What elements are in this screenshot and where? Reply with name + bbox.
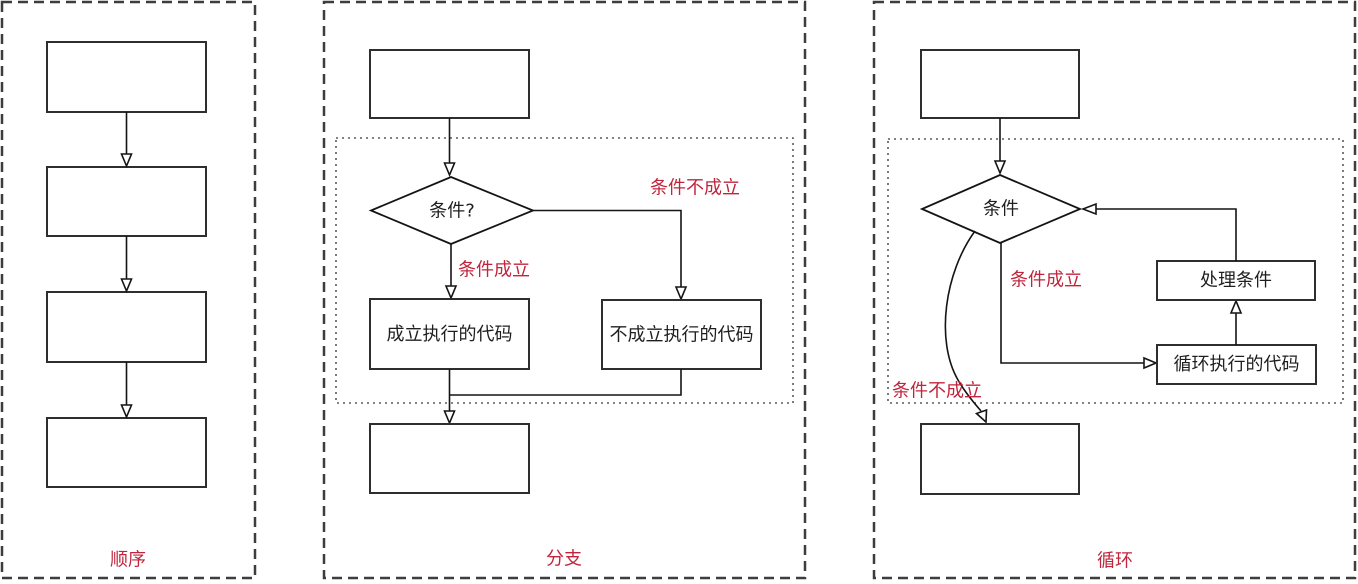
arrow-down-icon [674, 286, 688, 302]
arrow-right-icon [1143, 356, 1159, 370]
arrow-down-icon [120, 404, 133, 420]
loop-return-line [1096, 208, 1237, 261]
arrow-up-icon [1229, 298, 1243, 314]
branch-inner-region-border [335, 137, 794, 404]
arrow-down-icon [444, 285, 458, 301]
arrow-down-icon [443, 410, 456, 426]
loop-decision-diamond [919, 174, 1083, 244]
arrow-down-icon [974, 408, 988, 424]
loop-start-box [920, 49, 1080, 119]
sequence-panel: 顺序 [0, 0, 257, 580]
loop-panel-label: 循环 [1097, 551, 1133, 572]
sequence-step-box-2 [46, 166, 207, 237]
branch-true-box-label: 成立执行的代码 [387, 324, 513, 345]
arrow-down-icon [443, 162, 456, 178]
loop-process-box [1156, 260, 1316, 301]
loop-true-path-label: 条件成立 [1010, 270, 1082, 291]
branch-false-box [601, 299, 762, 370]
branch-merge-line [449, 369, 682, 396]
loop-decision-label: 条件 [983, 199, 1019, 220]
branch-start-box [369, 49, 530, 119]
loop-false-path-curve [944, 230, 982, 412]
sequence-step-box-4 [46, 417, 207, 488]
branch-false-path-label: 条件不成立 [650, 178, 740, 199]
loop-body-box [1156, 344, 1317, 385]
sequence-step-box-1 [46, 41, 207, 113]
branch-false-path-line [533, 209, 682, 287]
loop-body-box-label: 循环执行的代码 [1174, 354, 1300, 375]
branch-decision-label: 条件? [429, 201, 475, 222]
arrow-down-icon [120, 153, 133, 169]
arrow-left-icon [1080, 202, 1097, 216]
arrow-down-icon [993, 160, 1007, 176]
branch-panel-border [322, 0, 807, 580]
branch-end-box [369, 423, 530, 494]
branch-true-path-label: 条件成立 [458, 260, 530, 281]
branch-false-box-label: 不成立执行的代码 [610, 325, 754, 346]
branch-panel: 条件? 条件不成立 条件成立 成立执行的代码 不成立执行的代码 分支 [322, 0, 807, 580]
arrow-down-icon [120, 278, 133, 294]
loop-true-path-line [1000, 243, 1144, 364]
sequence-panel-border [0, 0, 257, 580]
loop-panel-border [872, 0, 1357, 580]
loop-end-box [920, 423, 1080, 495]
loop-panel: 条件 条件成立 循环执行的代码 处理条件 条件不成立 循环 [872, 0, 1357, 580]
sequence-panel-label: 顺序 [110, 550, 146, 571]
loop-false-path-label: 条件不成立 [892, 381, 982, 402]
loop-process-box-label: 处理条件 [1200, 270, 1272, 291]
sequence-step-box-3 [46, 291, 207, 363]
branch-panel-label: 分支 [546, 549, 582, 570]
